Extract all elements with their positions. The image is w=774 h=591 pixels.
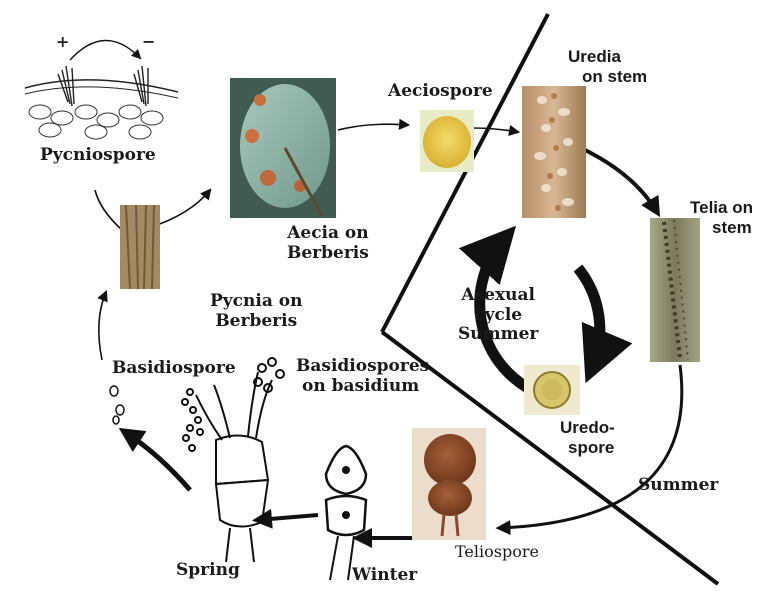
minus-sign: − xyxy=(142,33,155,51)
label-aecia-line1: Aecia on xyxy=(287,224,369,244)
pycnia-illustration xyxy=(25,40,178,139)
arrow-winter-to-spring xyxy=(258,515,318,520)
label-uredia-on-stem: Uredia on stem xyxy=(568,47,647,86)
label-basidiospores-line1: Basidiospores xyxy=(296,357,429,377)
arrow-uredia-to-telia xyxy=(585,150,657,212)
label-asexual-line1: Asexual xyxy=(458,286,538,306)
label-summer: Summer xyxy=(638,476,718,496)
label-asexual-line2: cycle xyxy=(458,306,538,326)
label-pycnia-line1: Pycnia on xyxy=(210,292,302,312)
label-aeciospore: Aeciospore xyxy=(388,82,493,102)
uredia-on-stem-photo xyxy=(522,86,586,218)
arrow-asexual-cycle-right xyxy=(578,268,600,368)
uredospore-photo xyxy=(524,365,580,415)
label-aecia-on-berberis: Aecia on Berberis xyxy=(287,224,369,263)
label-aecia-line2: Berberis xyxy=(287,244,369,264)
arrow-basidiospore-to-pycnia xyxy=(99,292,106,360)
arrow-aeciospore-to-uredia xyxy=(472,128,518,132)
label-pycniospore: Pycniospore xyxy=(40,146,156,166)
aeciospore-photo xyxy=(420,110,474,172)
label-basidiospores-line2: on basidium xyxy=(296,377,429,397)
label-telia-line2: stem xyxy=(690,218,753,238)
plus-sign: + xyxy=(56,33,69,51)
arrow-pycnia-to-pycniospore xyxy=(95,190,122,230)
label-uredia-line1: Uredia xyxy=(568,47,647,67)
aecia-leaf-photo xyxy=(230,78,336,218)
label-uredospore-line1: Uredo- xyxy=(560,418,615,438)
arrow-spring-to-basidiospore xyxy=(125,432,190,490)
label-uredospore: Uredo- spore xyxy=(560,418,615,457)
arrow-aecia-to-aeciospore xyxy=(338,124,408,130)
label-telia-on-stem: Telia on stem xyxy=(690,198,753,237)
label-uredospore-line2: spore xyxy=(560,438,615,458)
label-basidiospore: Basidiospore xyxy=(112,359,236,379)
label-winter: Winter xyxy=(352,566,417,586)
winter-teliospore-illustration xyxy=(326,446,366,580)
label-spring: Spring xyxy=(176,561,240,581)
label-asexual-line3: Summer xyxy=(458,325,538,345)
pycnia-stem-photo xyxy=(120,205,160,289)
label-teliospore: Teliospore xyxy=(455,543,539,561)
label-basidiospores-on-basidium: Basidiospores on basidium xyxy=(296,357,429,396)
label-asexual-cycle: Asexual cycle Summer xyxy=(458,286,538,345)
basidiospore-cells xyxy=(110,386,124,424)
label-pycnia-on-berberis: Pycnia on Berberis xyxy=(210,292,302,331)
telia-on-stem-photo xyxy=(650,218,700,362)
label-telia-line1: Telia on xyxy=(690,198,753,218)
teliospore-photo xyxy=(412,428,486,540)
label-pycnia-line2: Berberis xyxy=(210,312,302,332)
spring-basidium-illustration xyxy=(182,358,284,562)
label-uredia-line2: on stem xyxy=(568,67,647,87)
